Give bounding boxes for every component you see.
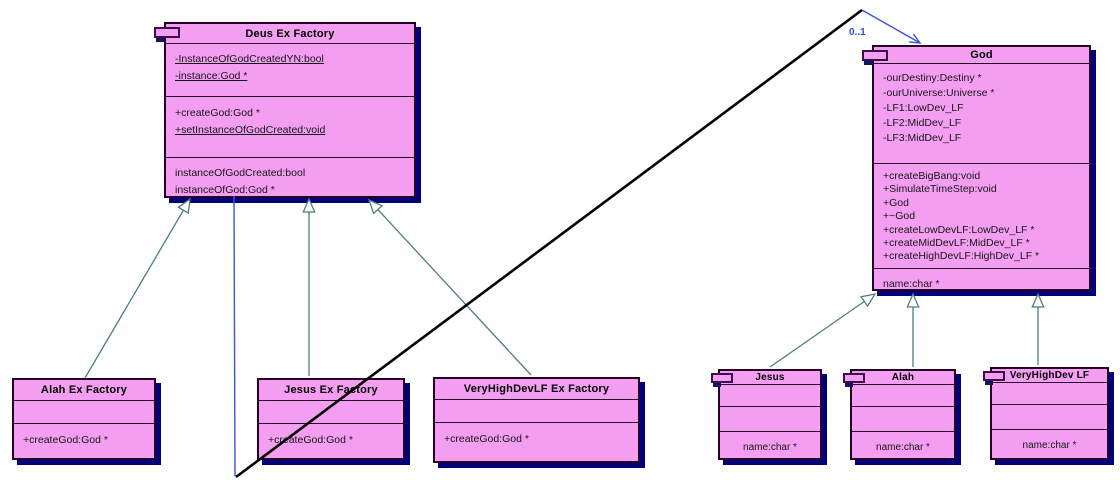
class-box-jesus[interactable]: Jesus name:char *: [711, 369, 822, 460]
association-segment-arrow[interactable]: [861, 9, 922, 44]
operation-row: +~God: [883, 210, 916, 223]
class-title: Jesus Ex Factory: [259, 380, 403, 401]
class-box-alah[interactable]: Alah name:char *: [843, 369, 956, 460]
operation-row: +createBigBang:void: [883, 170, 981, 182]
operation-row: +SimulateTimeStep:void: [883, 183, 997, 196]
class-icon: [983, 371, 1005, 385]
class-icon: [154, 27, 180, 42]
attribute-row: -LF2:MidDev_LF: [883, 116, 962, 129]
class-icon: [862, 50, 888, 65]
attributes-compartment: [852, 385, 954, 407]
operations-compartment: +createGod:God *: [259, 424, 403, 458]
attribute-row: -instance:God *: [175, 70, 248, 82]
attributes-compartment: -InstanceOfGodCreatedYN:bool -instance:G…: [166, 44, 414, 97]
property-row: instanceOfGod:God *: [175, 184, 275, 196]
operations-compartment: +createGod:God *: [435, 423, 638, 461]
operations-compartment: [992, 405, 1107, 430]
association-segment-vertical[interactable]: [233, 195, 236, 477]
class-box-veryhighdevlf-ex-factory[interactable]: VeryHighDevLF Ex Factory +createGod:God …: [433, 377, 640, 463]
property-row: instanceOfGodCreated:bool: [175, 167, 306, 179]
class-title: VeryHighDev LF: [992, 369, 1107, 383]
properties-compartment: name:char *: [852, 432, 954, 458]
attributes-compartment: [992, 383, 1107, 405]
inheritance-arrow-alah-factory[interactable]: [84, 199, 190, 379]
class-box-god[interactable]: God -ourDestiny:Destiny * -ourUniverse:U…: [862, 45, 1091, 291]
attribute-row: -ourUniverse:Universe *: [883, 86, 995, 99]
properties-compartment: name:char *: [992, 430, 1107, 458]
attributes-compartment: [259, 401, 403, 424]
class-title: Jesus: [720, 371, 820, 385]
operation-row: +createGod:God *: [268, 434, 353, 446]
multiplicity-label: 0..1: [849, 27, 866, 38]
operations-compartment: +createBigBang:void +SimulateTimeStep:vo…: [874, 164, 1089, 269]
class-title: Deus Ex Factory: [166, 24, 414, 44]
attributes-compartment: -ourDestiny:Destiny * -ourUniverse:Unive…: [874, 64, 1089, 164]
attribute-row: -InstanceOfGodCreatedYN:bool: [175, 53, 324, 65]
properties-compartment: instanceOfGodCreated:bool instanceOfGod:…: [166, 158, 414, 196]
operation-row: +createGod:God *: [175, 107, 260, 119]
operation-row: +createHighDevLF:HighDev_LF *: [883, 250, 1040, 263]
class-icon: [843, 373, 865, 387]
attributes-compartment: [435, 400, 638, 423]
property-row: name:char *: [883, 278, 940, 289]
attributes-compartment: [14, 401, 154, 424]
class-title: Alah Ex Factory: [14, 380, 154, 401]
operation-row: +createMidDevLF:MidDev_LF *: [883, 237, 1030, 250]
class-icon: [711, 373, 733, 387]
operation-row: +setInstanceOfGodCreated:void: [175, 124, 326, 136]
operations-compartment: +createGod:God * +setInstanceOfGodCreate…: [166, 97, 414, 158]
operations-compartment: [720, 407, 820, 432]
class-box-veryhighdev-lf[interactable]: VeryHighDev LF name:char *: [983, 367, 1109, 460]
property-row: name:char *: [743, 442, 797, 453]
operation-row: +createGod:God *: [444, 433, 529, 445]
properties-compartment: name:char *: [874, 269, 1089, 289]
class-title: God: [874, 47, 1089, 64]
operation-row: +God: [883, 196, 909, 209]
operation-row: +createLowDevLF:LowDev_LF *: [883, 223, 1035, 236]
class-title: VeryHighDevLF Ex Factory: [435, 379, 638, 400]
operations-compartment: +createGod:God *: [14, 424, 154, 458]
class-box-jesus-ex-factory[interactable]: Jesus Ex Factory +createGod:God *: [257, 378, 405, 460]
property-row: name:char *: [876, 442, 930, 453]
inheritance-arrow-jesus[interactable]: [769, 294, 875, 368]
attribute-row: -LF1:LowDev_LF: [883, 101, 964, 114]
property-row: name:char *: [1022, 440, 1077, 451]
class-box-deus-ex-factory[interactable]: Deus Ex Factory -InstanceOfGodCreatedYN:…: [154, 22, 416, 198]
attribute-row: -ourDestiny:Destiny *: [883, 72, 982, 84]
inheritance-arrow-vhd-factory[interactable]: [369, 200, 532, 376]
attribute-row: -LF3:MidDev_LF: [883, 131, 962, 144]
operations-compartment: [852, 407, 954, 432]
attributes-compartment: [720, 385, 820, 407]
properties-compartment: name:char *: [720, 432, 820, 458]
class-box-alah-ex-factory[interactable]: Alah Ex Factory +createGod:God *: [12, 378, 156, 460]
operation-row: +createGod:God *: [23, 434, 108, 446]
class-title: Alah: [852, 371, 954, 385]
